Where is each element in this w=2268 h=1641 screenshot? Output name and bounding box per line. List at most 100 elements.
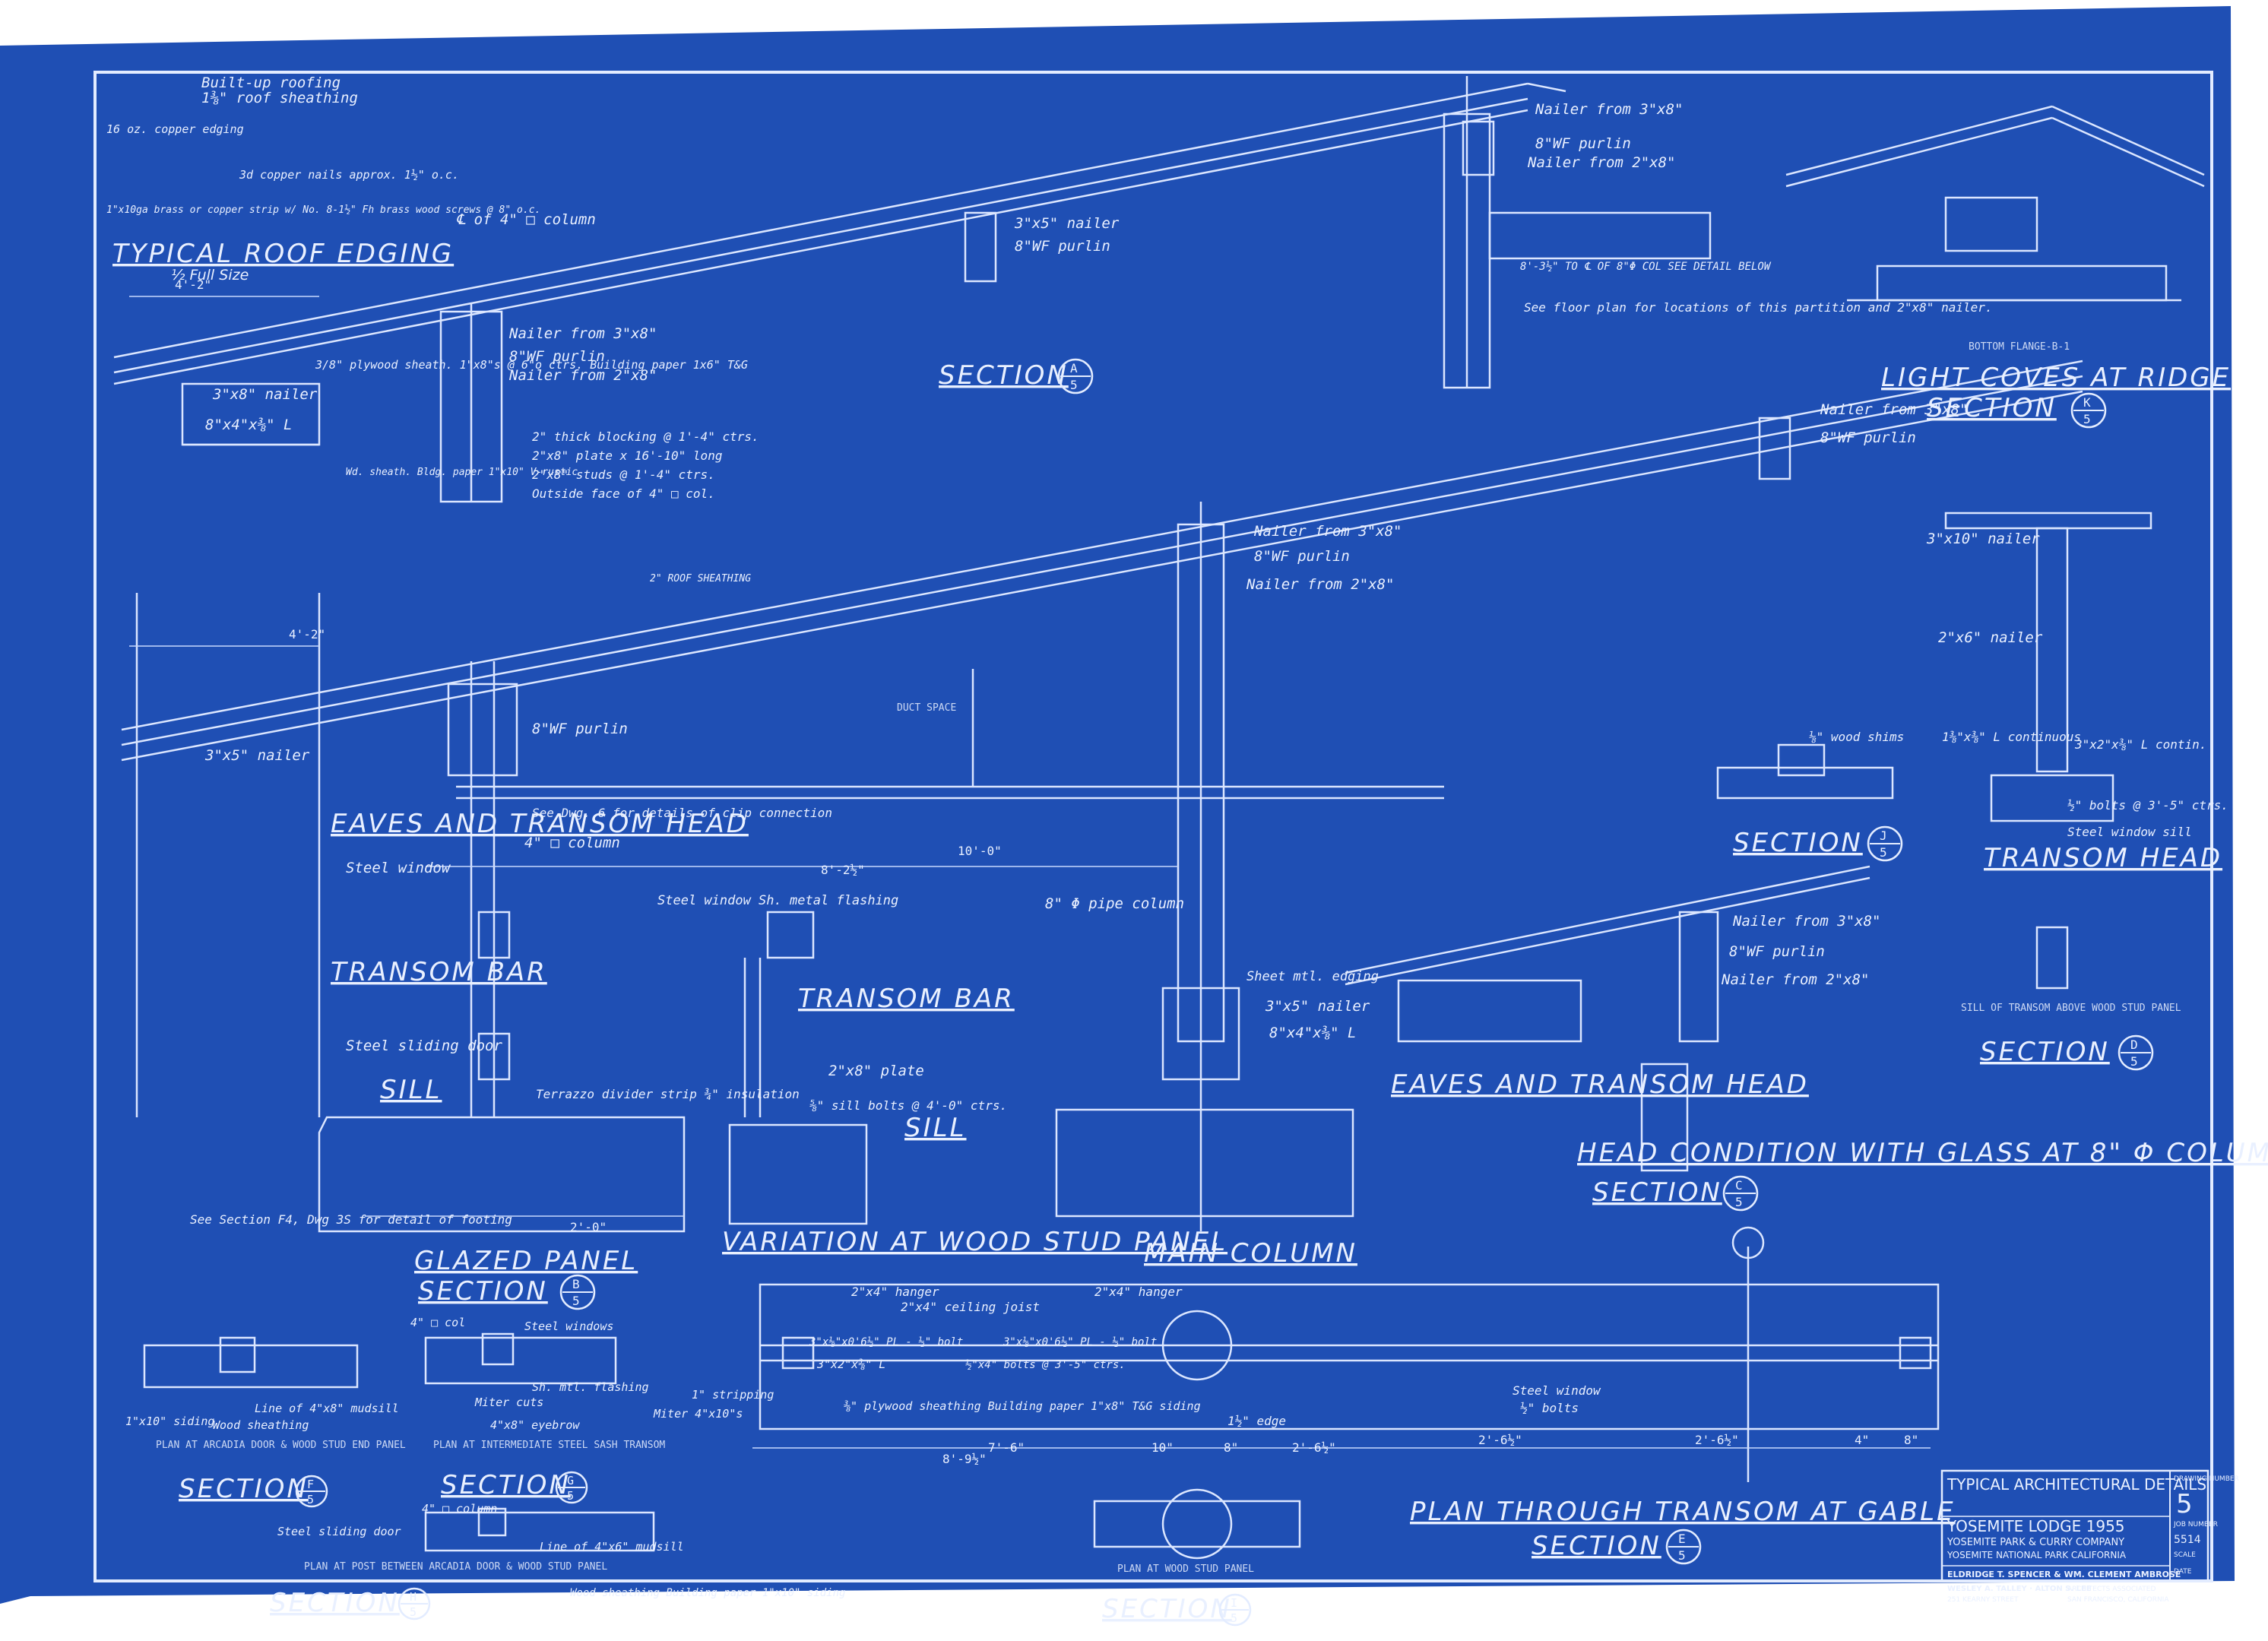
note-steel-window-flash: Steel window Sh. metal flashing — [657, 893, 898, 908]
note-roof-sheathing-2: 2" ROOF SHEATHING — [650, 573, 751, 584]
note-stripping: 1" stripping — [692, 1388, 774, 1402]
note-angle-plan: 3"x2"x⅜" L — [816, 1357, 885, 1371]
label-plan-post: PLAN AT POST BETWEEN ARCADIA DOOR & WOOD… — [304, 1561, 607, 1573]
section-mark-d: D 5 — [2118, 1034, 2154, 1071]
drawing-linework — [113, 76, 2205, 1560]
svg-text:5: 5 — [1678, 1548, 1686, 1563]
note-purlin-b: 8"WF purlin — [1254, 548, 1350, 565]
note-steel-window-plan: Steel window — [1513, 1383, 1601, 1398]
note-edge: 1½" edge — [1227, 1414, 1286, 1428]
title-variation: VARIATION AT WOOD STUD PANEL — [722, 1227, 1227, 1257]
note-roof-sheathing: 1⅜" roof sheathing — [201, 90, 358, 106]
dimension-labels: 4'-2" 4'-2" 8'-2½" 10'-0" 2'-0" 7'-6" 8'… — [175, 277, 1918, 1466]
tb-associates: WESLEY A. TALLEY · ALTON S. LEE — [1947, 1585, 2092, 1593]
title-main-column: MAIN COLUMN — [1144, 1238, 1357, 1269]
note-purlin-c2: 8"WF purlin — [1729, 943, 1825, 960]
label-sill-transom-above: SILL OF TRANSOM ABOVE WOOD STUD PANEL — [1961, 1003, 2181, 1014]
note-see-section: See Section F4, Dwg 3S for detail of foo… — [190, 1212, 512, 1227]
note-wood-sheathing-c: Wood sheathing Building paper 1"x10" sid… — [570, 1587, 845, 1599]
note-siding: 1"x10" siding — [125, 1414, 214, 1428]
label-plan-intermediate: PLAN AT INTERMEDIATE STEEL SASH TRANSOM — [433, 1440, 665, 1451]
tb-associated: ARCHITECTS ASSOCIATED — [2067, 1586, 2156, 1593]
note-nailer-2x8-top: Nailer from 2"x8" — [1527, 154, 1675, 171]
tb-job-number: 5514 — [2174, 1534, 2201, 1546]
note-angle-continuous: 1⅜"x⅜" L continuous — [1942, 730, 2081, 744]
note-copper-edging: 16 oz. copper edging — [106, 122, 244, 136]
tb-job-number-label: JOB NUMBER — [2173, 1521, 2218, 1529]
svg-text:E: E — [1678, 1532, 1686, 1546]
note-hanger-2: 2"x4" hanger — [1094, 1285, 1183, 1299]
note-nailer-3x10: 3"x10" nailer — [1926, 531, 2040, 547]
svg-text:J: J — [1880, 828, 1887, 843]
note-sh-mtl-flashing: Sh. mtl. flashing — [532, 1380, 649, 1394]
svg-text:D: D — [2130, 1038, 2138, 1052]
section-mark-e: E 5 — [1665, 1529, 1702, 1565]
tb-drawing-number-label: DRAWING NUMBER — [2174, 1475, 2239, 1483]
note-sheet-metal-edging: Sheet mtl. edging — [1246, 969, 1379, 984]
note-steel-windows-b: Steel windows — [524, 1319, 613, 1333]
title-section-f: SECTION — [179, 1474, 309, 1504]
svg-text:2'-6½": 2'-6½" — [1695, 1433, 1739, 1447]
note-angle-contin: 3"x2"x⅜" L contin. — [2074, 737, 2206, 752]
section-mark-h: H 5 — [398, 1587, 431, 1620]
title-sill-1: SILL — [380, 1075, 442, 1105]
section-mark-b: B 5 — [559, 1274, 596, 1310]
note-copper-nails: 3d copper nails approx. 1½" o.c. — [239, 168, 459, 182]
note-angle-c: 8"x4"x⅜" L — [1269, 1025, 1356, 1041]
title-typical-roof-edging: TYPICAL ROOF EDGING — [112, 239, 454, 269]
title-section-g: SECTION — [441, 1470, 571, 1500]
tb-client: YOSEMITE PARK & CURRY COMPANY — [1946, 1537, 2124, 1548]
note-mudsill: Line of 4"x8" mudsill — [255, 1402, 399, 1415]
note-terrazzo: Terrazzo divider strip ¾" insulation — [536, 1087, 800, 1101]
blueprint-paper — [0, 6, 2235, 1604]
note-purlin-c: 8"WF purlin — [532, 721, 628, 737]
note-strip: 1"x10ga brass or copper strip w/ No. 8-1… — [106, 204, 540, 216]
title-eaves-transom-1: EAVES AND TRANSOM HEAD — [331, 809, 749, 839]
svg-text:5: 5 — [1735, 1195, 1743, 1209]
note-purlin-top: 8"WF purlin — [1535, 135, 1631, 152]
title-section-a: SECTION — [939, 360, 1069, 391]
tb-location: YOSEMITE NATIONAL PARK CALIFORNIA — [1946, 1550, 2127, 1560]
tb-date-label: DATE — [2174, 1568, 2192, 1576]
note-plywood-plan: ⅜" plywood sheathing Building paper 1"x8… — [844, 1399, 1201, 1413]
svg-text:4'-2": 4'-2" — [175, 277, 211, 292]
note-four-col: 4" □ column — [524, 835, 620, 851]
svg-text:5: 5 — [2083, 412, 2091, 426]
note-nailer-2x8-c: Nailer from 2"x8" — [1721, 971, 1869, 988]
section-mark-g: G 5 — [555, 1471, 588, 1504]
note-built-up-roofing: Built-up roofing — [201, 74, 341, 91]
svg-text:F: F — [307, 1478, 314, 1491]
svg-text:2'-0": 2'-0" — [570, 1220, 607, 1234]
title-glazed-panel: GLAZED PANEL — [414, 1246, 638, 1276]
svg-text:2'-6½": 2'-6½" — [1292, 1440, 1336, 1455]
note-nailer-3x8-k: Nailer from 3"x8" — [1820, 401, 1968, 418]
note-steel-sliding-b: Steel sliding door — [277, 1525, 401, 1538]
svg-text:8'-2½": 8'-2½" — [821, 863, 865, 877]
title-section-d: SECTION — [1980, 1037, 2110, 1067]
section-mark-f: F 5 — [295, 1475, 328, 1508]
label-plan-arcadia: PLAN AT ARCADIA DOOR & WOOD STUD END PAN… — [156, 1440, 406, 1451]
note-see-floor-plan: See floor plan for locations of this par… — [1524, 300, 1993, 315]
svg-text:5: 5 — [572, 1294, 580, 1308]
tb-drawing-number: 5 — [2176, 1489, 2193, 1519]
note-bolts-plan: ½"x4" bolts @ 3'-5" ctrs. — [965, 1359, 1126, 1371]
note-nailer-3x8-top: Nailer from 3"x8" — [1535, 101, 1683, 118]
note-nailer-3x8-a: Nailer from 3"x8" — [508, 325, 657, 342]
section-mark-c: C 5 — [1722, 1175, 1759, 1212]
svg-text:C: C — [1735, 1178, 1743, 1193]
tb-city: SAN FRANCISCO, CALIFORNIA — [2067, 1596, 2169, 1604]
annotation-notes: Built-up roofing 1⅜" roof sheathing 16 o… — [106, 74, 2228, 1599]
note-steel-window: Steel window — [346, 860, 451, 876]
title-eaves-transom-2: EAVES AND TRANSOM HEAD — [1391, 1069, 1809, 1100]
title-light-coves: LIGHT COVES AT RIDGE — [1881, 363, 2231, 393]
tb-street: 251 KEARNY STREET — [1947, 1596, 2019, 1604]
svg-text:4": 4" — [1855, 1433, 1869, 1447]
svg-text:2'-6½": 2'-6½" — [1478, 1433, 1522, 1447]
note-miter: Miter 4"x10"s — [653, 1407, 743, 1421]
tb-scale-label: SCALE — [2174, 1551, 2196, 1559]
note-four-col-b: 4" □ col — [410, 1316, 465, 1329]
note-bolts: ½" bolts @ 3'-5" ctrs. — [2067, 798, 2228, 813]
svg-text:8'-9½": 8'-9½" — [942, 1452, 987, 1466]
section-mark-i: I 5 — [1218, 1593, 1252, 1627]
title-transom-head: TRANSOM HEAD — [1984, 843, 2222, 873]
